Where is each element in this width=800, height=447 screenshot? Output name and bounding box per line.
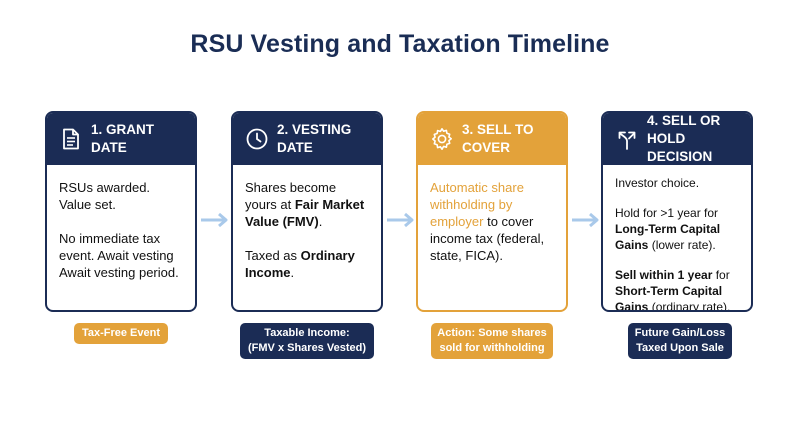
pill-action-sell: Action: Some shares sold for withholding	[431, 323, 553, 359]
card-text: Sell within 1 year for Short-Term Capita…	[615, 268, 731, 312]
card-text: Taxed as Ordinary Income.	[245, 248, 355, 280]
card-header: 1. GRANT DATE	[47, 113, 195, 165]
card-title: 2. VESTING DATE	[277, 122, 352, 155]
card-title: 1. GRANT DATE	[91, 122, 155, 155]
card-text: Shares become yours at Fair Market Value…	[245, 180, 365, 229]
card-body: Shares become yours at Fair Market Value…	[233, 165, 381, 281]
card-text: Automatic share withholding by employer …	[430, 180, 545, 263]
card-sell-or-hold: 4. SELL OR HOLD DECISION Investor choice…	[601, 111, 753, 312]
document-icon	[63, 128, 79, 150]
card-body: RSUs awarded. Value set. No immediate ta…	[47, 165, 195, 281]
card-text: RSUs awarded. Value set.	[59, 180, 151, 212]
card-body: Automatic share withholding by employer …	[418, 165, 566, 264]
card-sell-to-cover: 3. SELL TO COVER Automatic share withhol…	[416, 111, 568, 312]
card-header: 2. VESTING DATE	[233, 113, 381, 165]
clock-icon	[246, 128, 268, 150]
card-text: No immediate tax event. Await vesting Aw…	[59, 231, 179, 280]
card-text: Hold for >1 year for Long-Term Capital G…	[615, 206, 721, 252]
card-vesting-date: 2. VESTING DATE Shares become yours at F…	[231, 111, 383, 312]
right-arrow-icon	[201, 212, 228, 228]
card-title: 3. SELL TO COVER	[462, 122, 534, 155]
right-arrow-icon	[572, 212, 599, 228]
pill-future-gain: Future Gain/Loss Taxed Upon Sale	[628, 323, 732, 359]
card-header: 4. SELL OR HOLD DECISION	[603, 113, 751, 165]
card-body: Investor choice. Hold for >1 year for Lo…	[603, 165, 751, 312]
card-grant-date: 1. GRANT DATE RSUs awarded. Value set. N…	[45, 111, 197, 312]
pill-taxable-income: Taxable Income: (FMV x Shares Vested)	[240, 323, 374, 359]
pill-tax-free-event: Tax-Free Event	[74, 323, 168, 344]
split-arrow-icon	[618, 131, 636, 150]
page-title: RSU Vesting and Taxation Timeline	[190, 30, 610, 58]
card-header: 3. SELL TO COVER	[418, 113, 566, 165]
gear-icon	[432, 128, 452, 150]
right-arrow-icon	[387, 212, 414, 228]
card-text: Investor choice.	[615, 176, 700, 190]
card-title: 4. SELL OR HOLD DECISION	[647, 113, 721, 164]
